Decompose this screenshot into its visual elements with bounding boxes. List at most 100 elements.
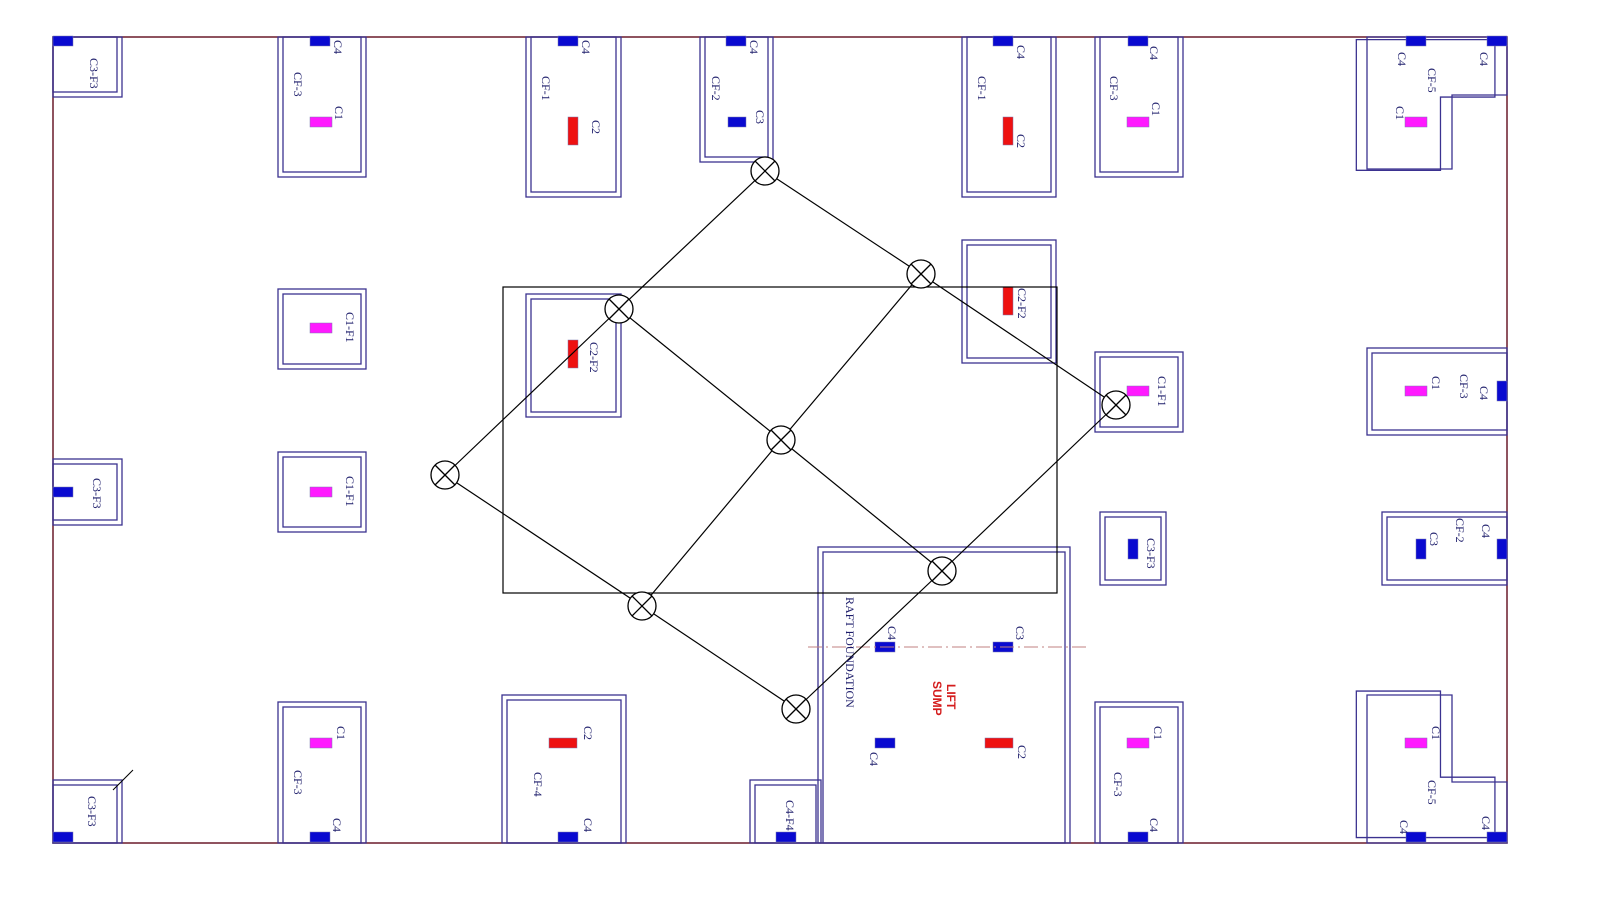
column-label: C4 [1014, 45, 1028, 59]
footing-13[interactable]: C1-F1 [277, 451, 367, 533]
footing-outline-inner [282, 36, 362, 173]
pile[interactable] [627, 591, 657, 621]
footing-label: CF-3 [1107, 76, 1121, 101]
footing-label: CF-3 [1111, 772, 1125, 797]
column-c1[interactable] [1404, 737, 1428, 749]
pile[interactable] [906, 259, 936, 289]
footing-label: C3-F3 [85, 796, 99, 827]
footing-outline-outer [277, 288, 367, 370]
column-c4[interactable] [725, 35, 747, 47]
column-c4[interactable] [1127, 35, 1149, 47]
sump-label: SUMP [930, 681, 944, 716]
column-label: C4 [579, 40, 593, 54]
footing-8[interactable]: C2-F2 [525, 293, 622, 418]
column-c3[interactable] [727, 116, 747, 128]
column-c2[interactable] [567, 116, 579, 146]
pile[interactable] [766, 425, 796, 455]
footing-18[interactable]: C3-F3 [52, 779, 123, 844]
column-c4[interactable] [557, 831, 579, 843]
column-c4[interactable] [1405, 35, 1427, 47]
column-c4[interactable] [1496, 380, 1508, 402]
column-label: C1 [1149, 102, 1163, 116]
footing-label: C4-F4 [783, 800, 797, 831]
column-c4[interactable] [874, 737, 896, 749]
column-c4[interactable] [775, 831, 797, 843]
column-c3[interactable] [1127, 538, 1139, 560]
footing-outline-inner [282, 293, 362, 365]
column-c1[interactable] [309, 737, 333, 749]
column-c4[interactable] [1127, 831, 1149, 843]
column-c4[interactable] [309, 831, 331, 843]
column-c1[interactable] [1404, 116, 1428, 128]
column-label: C2 [1015, 745, 1029, 759]
footing-9[interactable]: C2-F2 [961, 239, 1057, 364]
column-c4[interactable] [1486, 831, 1508, 843]
footing-12[interactable]: C3-F3 [52, 458, 123, 526]
column-label: C4 [1397, 820, 1411, 834]
column-c4[interactable] [1486, 35, 1508, 47]
column-c4[interactable] [557, 35, 579, 47]
column-label: C4 [1479, 816, 1493, 830]
footing-outline-inner [1355, 690, 1496, 839]
column-c4[interactable] [1496, 538, 1508, 560]
footing-7[interactable]: C1-F1 [277, 288, 367, 370]
column-c1[interactable] [309, 486, 333, 498]
column-c3[interactable] [52, 35, 74, 47]
column-c1[interactable] [1126, 385, 1150, 397]
column-label: C4 [330, 818, 344, 832]
column-c4[interactable] [309, 35, 331, 47]
pile[interactable] [781, 694, 811, 724]
column-c2[interactable] [1002, 116, 1014, 146]
footing-outline-outer [1099, 511, 1167, 586]
pile[interactable] [927, 556, 957, 586]
pile[interactable] [430, 460, 460, 490]
column-label: C4 [331, 40, 345, 54]
pile[interactable] [604, 294, 634, 324]
column-label: C1 [1393, 106, 1407, 120]
column-c3[interactable] [52, 486, 74, 498]
pile[interactable] [750, 156, 780, 186]
column-c1[interactable] [309, 322, 333, 334]
column-c1[interactable] [1126, 116, 1150, 128]
footing-0[interactable]: C3-F3 [52, 35, 123, 98]
footing-14[interactable]: C3-F3 [1099, 511, 1167, 586]
column-c1[interactable] [1404, 385, 1428, 397]
column-c1[interactable] [309, 116, 333, 128]
column-c2[interactable] [1002, 286, 1014, 316]
column-label: C1 [1429, 376, 1443, 390]
footing-label: CF-3 [291, 770, 305, 795]
pile-cross-icon [785, 698, 807, 720]
footing-outline-inner [52, 36, 118, 93]
footing-10[interactable]: C1-F1 [1094, 351, 1184, 433]
column-label: C4 [747, 40, 761, 54]
column-label: C2 [589, 120, 603, 134]
column-c2[interactable] [548, 737, 578, 749]
column-c4[interactable] [52, 831, 74, 843]
column-c4[interactable] [1405, 831, 1427, 843]
footing-label: C3-F3 [87, 58, 101, 89]
footing-outline-outer [277, 451, 367, 533]
footing-outline-inner [1099, 36, 1179, 173]
footing-outline-inner [1099, 706, 1179, 844]
column-c2[interactable] [567, 339, 579, 369]
column-c4[interactable] [992, 35, 1014, 47]
pile[interactable] [1101, 390, 1131, 420]
column-c3[interactable] [1415, 538, 1427, 560]
column-c1[interactable] [1126, 737, 1150, 749]
column-label: C4 [1477, 386, 1491, 400]
footing-17[interactable]: C4-F4 [749, 779, 822, 844]
column-c2[interactable] [984, 737, 1014, 749]
